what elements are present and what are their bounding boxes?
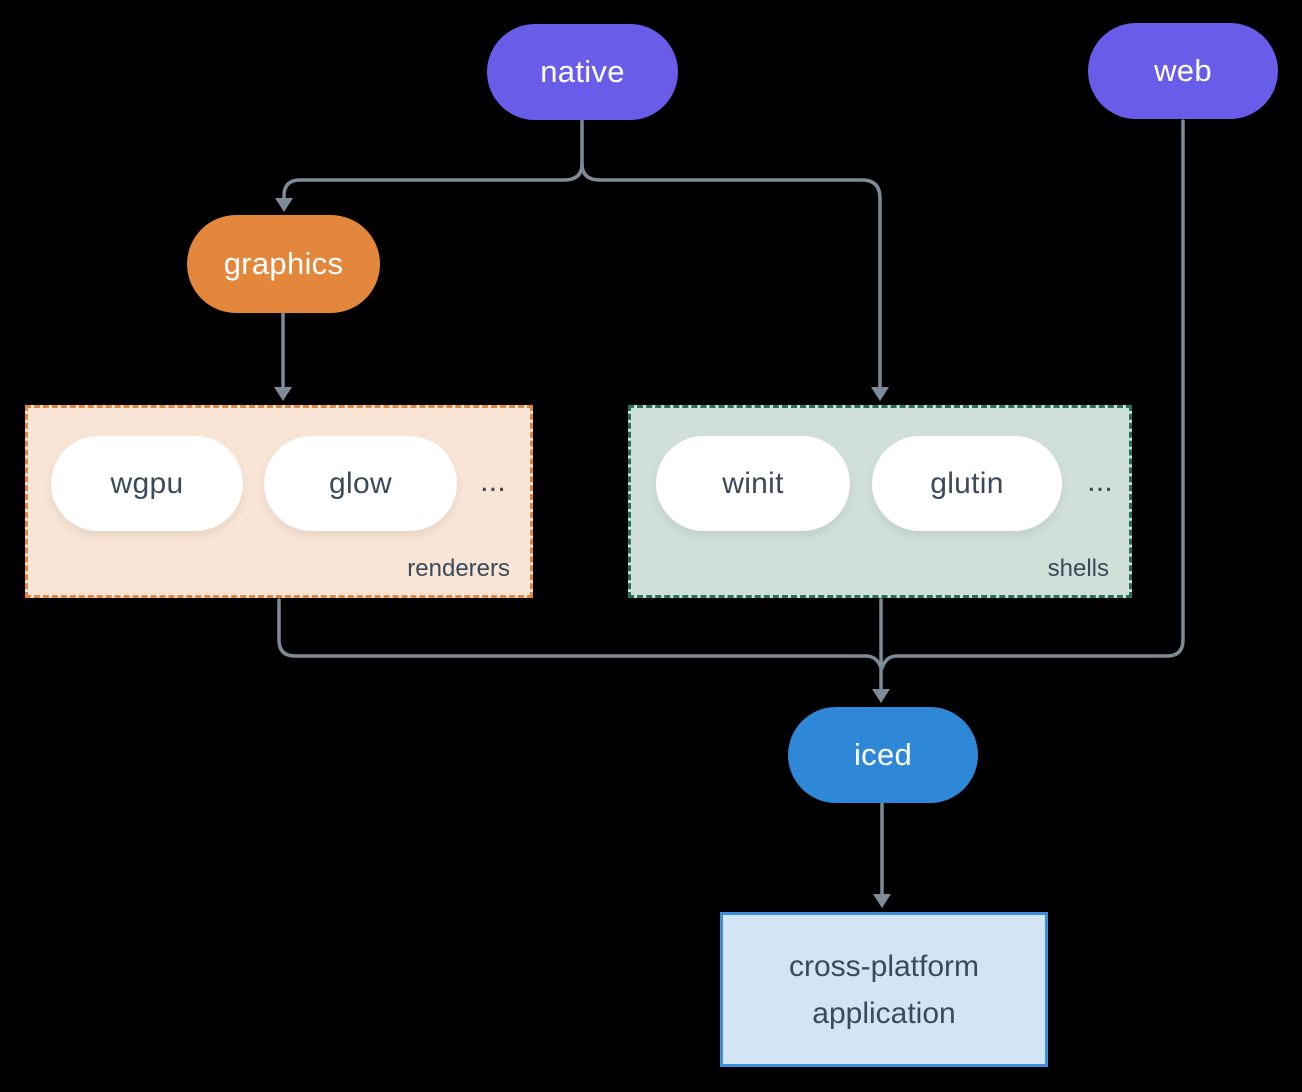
renderers-ellipsis: ... [480, 463, 506, 498]
node-native: native [487, 24, 678, 120]
edge-native-shells [580, 162, 882, 390]
node-iced: iced [788, 707, 978, 803]
arrowhead-into-app [873, 894, 891, 908]
group-shells-label: shells [1047, 555, 1109, 582]
pill-glow: glow [264, 436, 457, 531]
edge-native-graphics [282, 162, 584, 201]
arrowhead-into-renderers [274, 387, 292, 401]
pill-wgpu: wgpu [51, 436, 243, 531]
group-renderers-label: renderers [407, 555, 510, 582]
node-native-label: native [540, 54, 625, 89]
edge-web-iced [880, 119, 1185, 670]
pill-winit-label: winit [722, 466, 784, 500]
node-web-label: web [1154, 53, 1212, 88]
app-label-line-1: cross-platform [788, 949, 980, 983]
node-iced-label: iced [853, 737, 913, 772]
node-graphics: graphics [187, 215, 380, 313]
pill-winit: winit [656, 436, 850, 531]
arrowhead-into-shells [871, 387, 889, 401]
pill-wgpu-label: wgpu [110, 466, 184, 500]
pill-glutin: glutin [872, 436, 1062, 531]
group-renderers: wgpu glow ... renderers [25, 405, 533, 598]
arrowhead-into-graphics [275, 198, 293, 212]
pill-glutin-label: glutin [930, 466, 1004, 500]
app-box: cross-platform application [720, 912, 1048, 1067]
pill-glow-label: glow [329, 466, 392, 500]
node-graphics-label: graphics [223, 246, 344, 281]
arrowhead-into-iced [872, 689, 890, 703]
node-web: web [1088, 23, 1278, 119]
group-shells: winit glutin ... shells [628, 405, 1132, 598]
edge-renderers-iced [277, 598, 883, 670]
shells-ellipsis: ... [1087, 463, 1113, 498]
app-label-line-2: application [812, 996, 956, 1030]
